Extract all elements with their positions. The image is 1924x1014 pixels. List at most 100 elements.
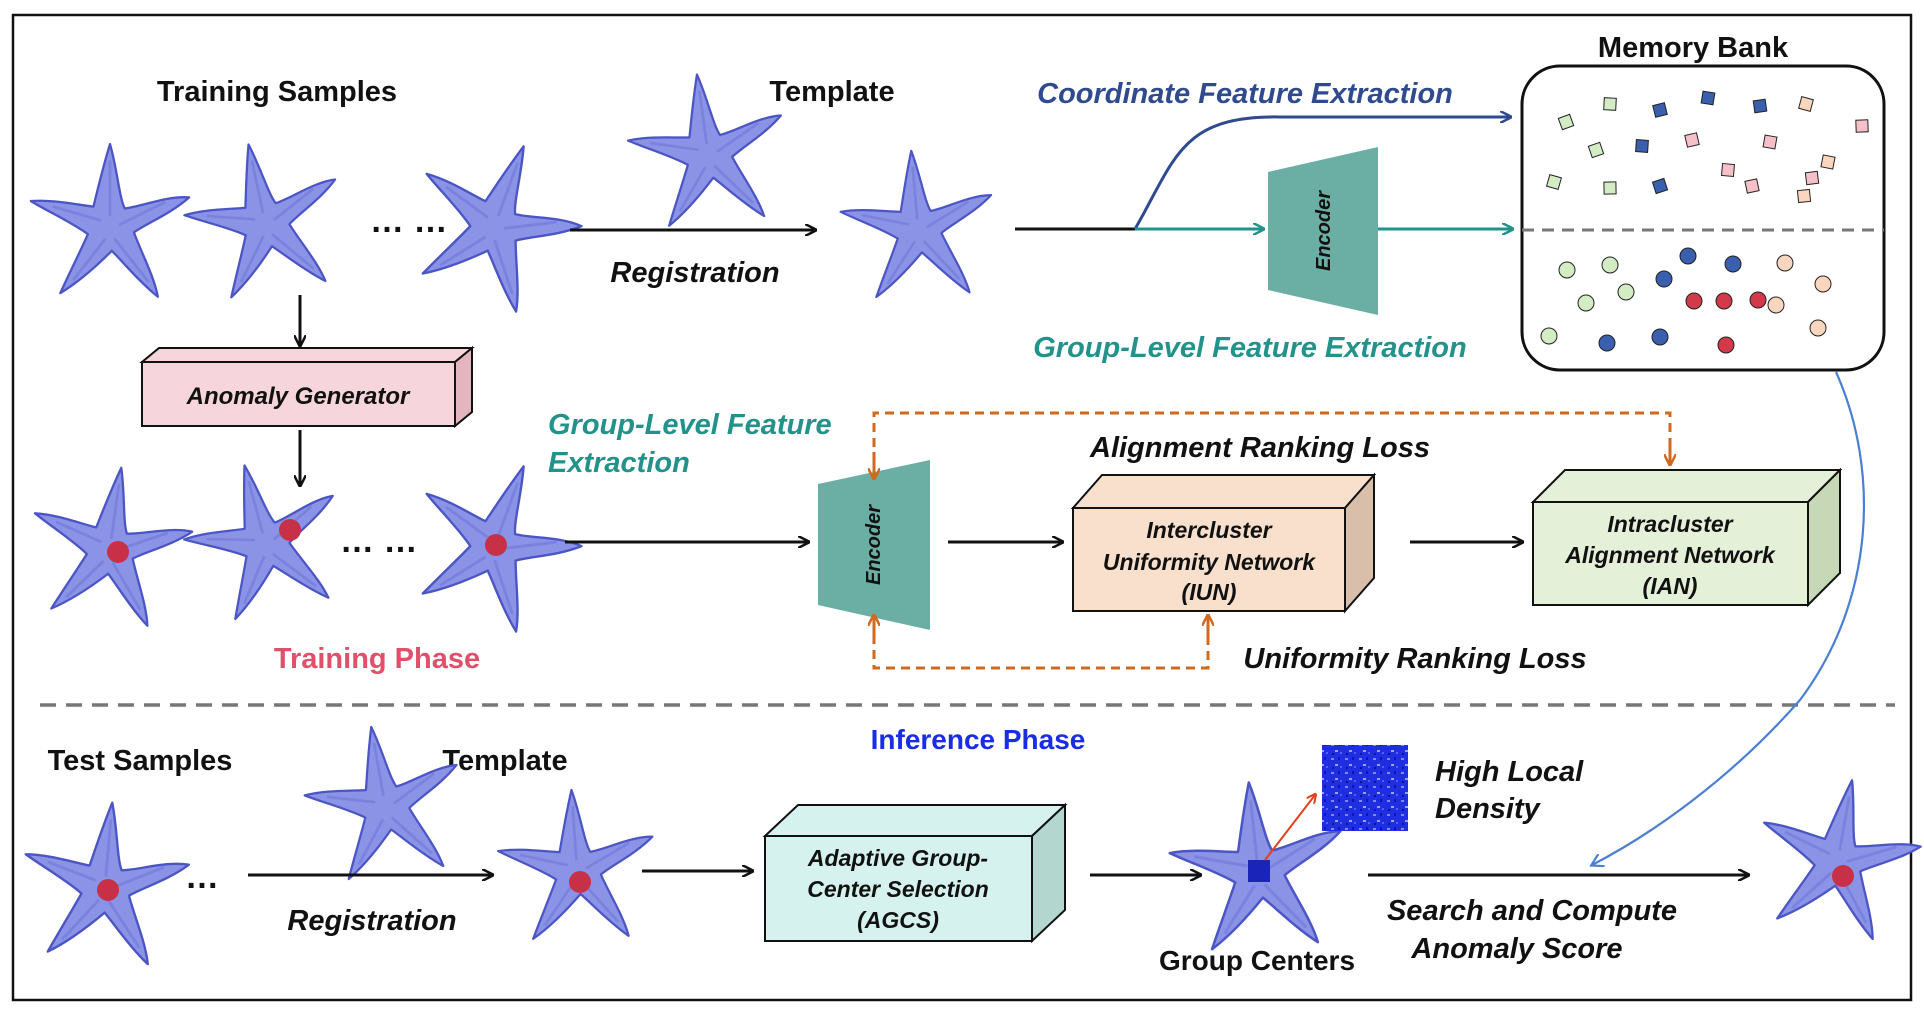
registration-label-top: Registration — [610, 257, 779, 289]
density-pointer-arrow — [1264, 795, 1315, 861]
template-label-bottom: Template — [442, 745, 567, 777]
memory-circle-marker — [1776, 254, 1794, 272]
memory-square-marker — [1651, 177, 1669, 195]
iun-label-2: Uniformity Network — [1103, 549, 1316, 575]
memory-circle-marker — [1558, 261, 1576, 279]
ellipsis-inference: … — [185, 858, 219, 896]
memory-square-marker — [1720, 162, 1736, 178]
alignment-loss-path — [872, 411, 1672, 474]
group-level-label-train-1: Group-Level Feature — [548, 409, 832, 441]
ellipsis-top: … … — [370, 202, 447, 240]
memory-square-marker — [1700, 90, 1716, 106]
memory-square-marker — [1652, 102, 1668, 118]
starfish-result — [1746, 765, 1924, 946]
iun-label-3: (IUN) — [1182, 579, 1237, 605]
encoder-train — [818, 460, 930, 630]
group-level-label-top: Group-Level Feature Extraction — [1033, 332, 1467, 364]
memory-square-marker — [1587, 141, 1605, 159]
memory-circle-marker — [1717, 336, 1735, 354]
memory-square-marker — [1798, 96, 1814, 112]
coordinate-feature-label: Coordinate Feature Extraction — [1037, 78, 1453, 110]
starfish-template-registered — [834, 142, 1001, 305]
starfish-sample-2 — [171, 127, 357, 309]
memory-circles — [1540, 247, 1832, 354]
search-label-2: Anomaly Score — [1410, 933, 1622, 965]
search-label-1: Search and Compute — [1387, 895, 1677, 927]
memory-circle-marker — [1655, 270, 1673, 288]
memory-square-marker — [1855, 119, 1869, 133]
starfish-anomaly-1 — [20, 455, 201, 632]
starfish-registered-test — [492, 783, 661, 946]
memory-to-search-arrow — [1592, 371, 1866, 865]
uniformity-loss-path — [872, 620, 1210, 670]
memory-square-marker — [1603, 181, 1617, 195]
memory-circle-marker — [1809, 319, 1827, 337]
anomaly-generator-box — [139, 345, 475, 429]
starfish-template-floating — [618, 62, 796, 235]
high-density-patch — [1322, 745, 1408, 831]
memory-circle-marker — [1724, 255, 1742, 273]
encoder-top — [1268, 147, 1378, 315]
memory-square-marker — [1684, 132, 1700, 148]
starfish-sample-1 — [29, 142, 191, 299]
memory-circle-marker — [1651, 328, 1669, 346]
memory-square-marker — [1557, 113, 1575, 131]
coordinate-arrow — [1133, 117, 1510, 230]
starfish-template-inference — [293, 712, 475, 889]
memory-square-marker — [1635, 139, 1649, 153]
memory-square-marker — [1603, 97, 1617, 111]
starfish-anomaly-2 — [168, 444, 360, 632]
starfish-anomaly-3 — [391, 437, 602, 644]
iun-label-1: Intercluster — [1146, 517, 1272, 543]
memory-square-marker — [1804, 170, 1820, 186]
agcs-label-1: Adaptive Group- — [807, 845, 988, 871]
iun-box — [1070, 472, 1377, 614]
memory-circle-marker — [1617, 283, 1635, 301]
memory-circle-marker — [1679, 247, 1697, 265]
memory-circle-marker — [1577, 294, 1595, 312]
anomaly-generator-label: Anomaly Generator — [186, 383, 411, 410]
memory-squares — [1545, 90, 1869, 204]
memory-square-marker — [1545, 173, 1563, 191]
memory-circle-marker — [1540, 327, 1558, 345]
alignment-ranking-loss-label: Alignment Ranking Loss — [1089, 432, 1430, 464]
memory-bank-title: Memory Bank — [1598, 32, 1789, 64]
memory-square-marker — [1752, 98, 1768, 114]
memory-square-marker — [1796, 188, 1812, 204]
memory-circle-marker — [1715, 292, 1733, 310]
training-samples-label: Training Samples — [157, 76, 397, 108]
starfish-group-centers — [1161, 771, 1354, 959]
training-phase-label: Training Phase — [274, 643, 480, 675]
high-local-density-label-1: High Local — [1435, 756, 1584, 788]
memory-circle-marker — [1814, 275, 1832, 293]
test-samples-label: Test Samples — [48, 745, 233, 777]
ian-label-2: Alignment Network — [1564, 542, 1776, 568]
ian-label-3: (IAN) — [1643, 573, 1698, 599]
registration-label-bottom: Registration — [287, 905, 456, 937]
encoder-top-label: Encoder — [1313, 190, 1335, 271]
group-centers-label: Group Centers — [1159, 945, 1355, 976]
template-label-top: Template — [769, 76, 894, 108]
group-level-label-train-2: Extraction — [548, 447, 690, 479]
inference-phase-label: Inference Phase — [871, 724, 1086, 755]
outer-frame — [11, 13, 1913, 1002]
encoder-train-label: Encoder — [863, 504, 885, 585]
memory-circle-marker — [1601, 256, 1619, 274]
agcs-box — [762, 802, 1068, 944]
memory-bank-box — [1520, 64, 1886, 372]
high-local-density-label-2: Density — [1435, 793, 1542, 825]
uniformity-ranking-loss-label: Uniformity Ranking Loss — [1243, 643, 1586, 675]
memory-circle-marker — [1749, 291, 1767, 309]
memory-square-marker — [1820, 154, 1836, 170]
memory-square-marker — [1744, 178, 1760, 194]
memory-square-marker — [1762, 134, 1778, 150]
ian-label-1: Intracluster — [1607, 511, 1733, 537]
ellipsis-training: … … — [340, 522, 417, 560]
ian-box — [1530, 467, 1843, 608]
memory-circle-marker — [1598, 334, 1616, 352]
memory-circle-marker — [1685, 292, 1703, 310]
agcs-label-3: (AGCS) — [857, 907, 939, 933]
agcs-label-2: Center Selection — [807, 876, 989, 902]
